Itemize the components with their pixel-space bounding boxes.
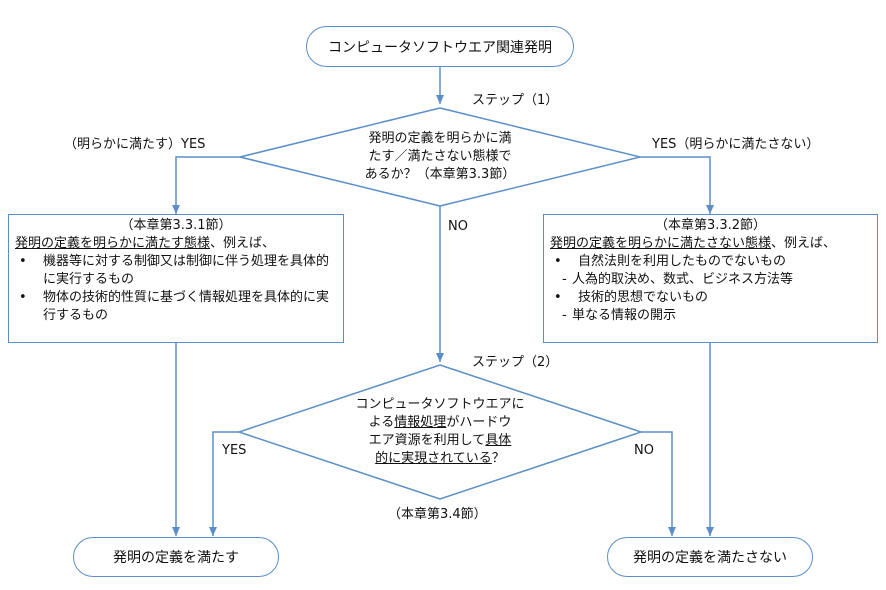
step2-label: ステップ（2） [472,355,559,370]
left-box-list: 機器等に対する制御又は制御に伴う処理を具体的に実行するもの 物体の技術的性質に基… [15,253,337,325]
decision-step2-line2b: 情報処理 [394,415,447,430]
arrow-step2-yes [209,431,239,536]
decision-step2-text: コンピュータソフトウエアに よる情報処理がハードウ エア資源を利用して具体 的に… [325,396,555,468]
step2-no-label: NO [634,443,654,458]
end-satisfies-terminal: 発明の定義を満たす [73,537,279,577]
step1-no-label: NO [448,219,468,234]
step1-label: ステップ（1） [472,93,559,108]
decision-step2-line3: エア資源を利用して具体 [325,432,555,450]
left-box-heading: （本章第3.3.1節） [120,218,232,233]
right-box-intro-underlined: 発明の定義を明らかに満たさない態様 [550,236,772,251]
decision-step2-line2: よる情報処理がハードウ [325,414,555,432]
decision-step2-line3a: エア資源を利用して [368,433,486,448]
end-satisfies-label: 発明の定義を満たす [113,550,239,566]
right-box-heading: （本章第3.3.2節） [654,218,767,233]
right-box-list: 自然法則を利用したものでないもの 人為的取決め、数式、ビジネス方法等 技術的思想… [550,253,871,325]
start-terminal: コンピュータソフトウエア関連発明 [306,26,574,67]
left-box-item: 物体の技術的性質に基づく情報処理を具体的に実行するもの [15,289,337,325]
decision-step1-text: 発明の定義を明らかに満 たす／満たさない態様で あるか？（本章第3.3節） [340,130,540,184]
decision-step1-line3: あるか？（本章第3.3節） [364,167,516,182]
decision-step2 [236,364,644,500]
right-box-item: 技術的思想でないもの [550,289,871,307]
left-box-intro: 発明の定義を明らかに満たす態様、例えば、 [15,235,337,253]
decision-step2-line4b: ？ [491,451,505,466]
decision-step2-line2c: がハードウ [446,415,512,430]
decision-step1-line1: 発明の定義を明らかに満 [368,131,512,146]
step2-yes-label: YES [222,443,247,458]
end-not-satisfies-label: 発明の定義を満たさない [633,550,787,566]
right-box-subitem: 単なる情報の開示 [550,307,871,325]
arrow-step1-left-yes [172,156,240,214]
right-yes-label: YES（明らかに満たさない） [652,137,820,152]
start-label: コンピュータソフトウエア関連発明 [328,39,552,56]
left-box-item: 機器等に対する制御又は制御に伴う処理を具体的に実行するもの [15,253,337,289]
decision-step2-line4: 的に実現されている？ [325,450,555,468]
right-criteria-box: （本章第3.3.2節） 発明の定義を明らかに満たさない態様、例えば、 自然法則を… [543,214,878,343]
right-box-intro-rest: 、例えば、 [771,236,837,251]
arrow-step1-right-yes [640,156,714,214]
left-yes-label: （明らかに満たす）YES [64,137,206,152]
arrow-step2-no [641,431,676,536]
right-box-intro: 発明の定義を明らかに満たさない態様、例えば、 [550,235,871,253]
left-box-intro-rest: 、例えば、 [210,236,276,251]
decision-step2-line1: コンピュータソフトウエアに [355,397,525,412]
decision-step1-line2: たす／満たさない態様で [368,149,512,164]
decision-step2-line4a: 的に実現されている [375,451,492,466]
decision-step2-line2a: よる [368,415,395,430]
end-not-satisfies-terminal: 発明の定義を満たさない [607,537,813,577]
decision-step2-line3b: 具体 [485,433,512,448]
left-criteria-box: （本章第3.3.1節） 発明の定義を明らかに満たす態様、例えば、 機器等に対する… [8,214,344,343]
step2-reference: （本章第3.4節） [388,507,487,522]
right-box-subitem: 人為的取決め、数式、ビジネス方法等 [550,271,871,289]
right-box-item: 自然法則を利用したものでないもの [550,253,871,271]
left-box-intro-underlined: 発明の定義を明らかに満たす態様 [15,236,211,251]
